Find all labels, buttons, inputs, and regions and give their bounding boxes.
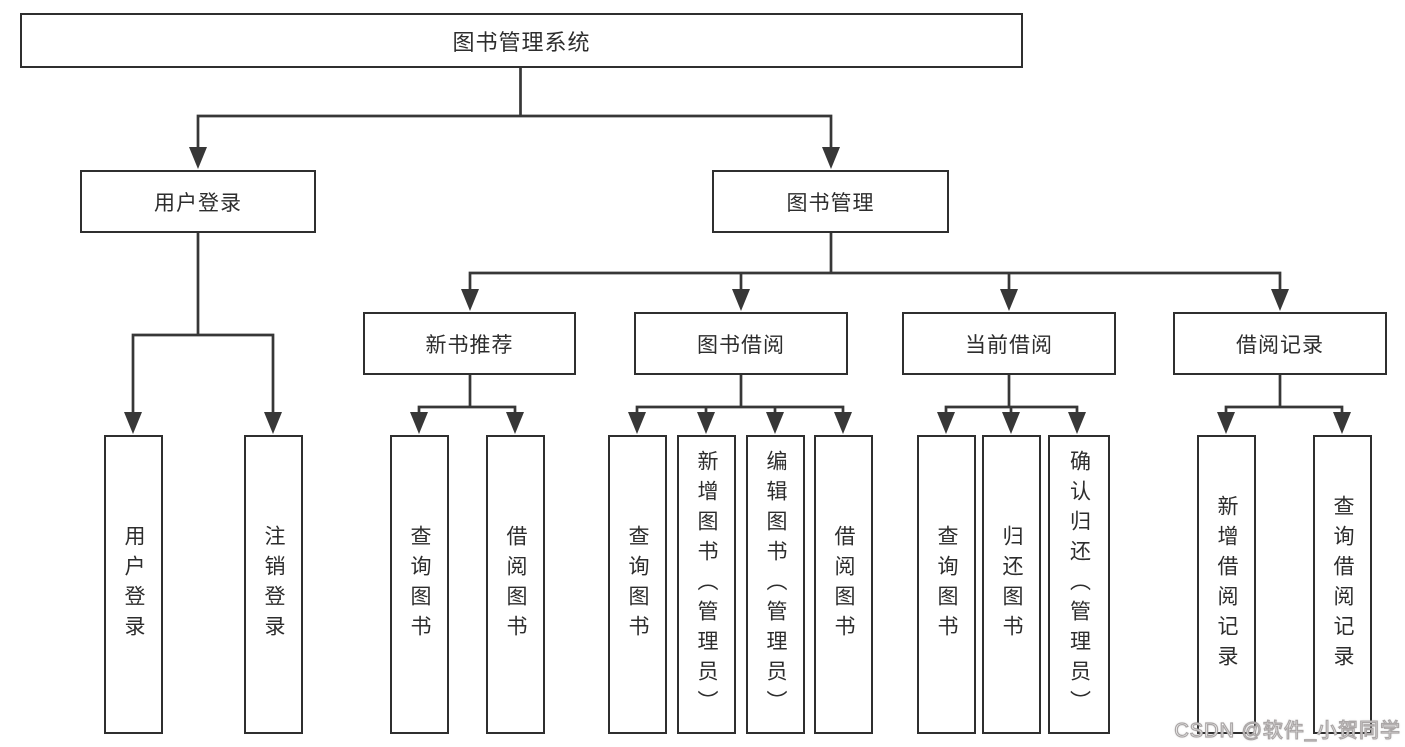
node-leaf-nb-borrow: 借阅图书 xyxy=(486,435,545,734)
node-leaf-cb-query-label: 查询图书 xyxy=(935,524,958,645)
node-root: 图书管理系统 xyxy=(20,13,1023,68)
connector-book-borrow-children xyxy=(628,374,852,434)
node-leaf-cb-confirm: 确认归还（管理员） xyxy=(1048,435,1110,734)
node-leaf-nb-query: 查询图书 xyxy=(390,435,449,734)
node-leaf-cb-return: 归还图书 xyxy=(982,435,1041,734)
node-user-login-label: 用户登录 xyxy=(154,191,242,215)
node-leaf-bb-borrow: 借阅图书 xyxy=(814,435,873,734)
node-leaf-cb-confirm-label: 确认归还（管理员） xyxy=(1067,449,1091,720)
node-borrow-history-label: 借阅记录 xyxy=(1236,333,1324,357)
node-root-label: 图书管理系统 xyxy=(452,29,591,55)
node-new-book-label: 新书推荐 xyxy=(425,333,514,357)
node-leaf-bb-add-label: 新增图书（管理员） xyxy=(695,449,718,720)
node-leaf-cb-query: 查询图书 xyxy=(917,435,976,734)
watermark: CSDN @软件_小贺同学 xyxy=(1174,719,1401,742)
node-leaf-bb-add: 新增图书（管理员） xyxy=(677,435,736,734)
node-book-borrow-label: 图书借阅 xyxy=(697,333,785,357)
connector-borrow-history-children xyxy=(1217,374,1351,434)
connector-current-borrow-children xyxy=(937,374,1086,434)
node-leaf-bb-query: 查询图书 xyxy=(608,435,667,734)
node-leaf-user-login: 用户登录 xyxy=(104,435,163,734)
node-leaf-cb-return-label: 归还图书 xyxy=(1000,524,1023,645)
node-leaf-nb-borrow-label: 借阅图书 xyxy=(504,524,527,645)
node-current-borrow-label: 当前借阅 xyxy=(965,333,1053,357)
connector-book-mgmt-children xyxy=(461,232,1289,311)
connector-new-book-children xyxy=(410,374,524,434)
node-leaf-bh-query: 查询借阅记录 xyxy=(1313,435,1372,734)
node-leaf-bh-add: 新增借阅记录 xyxy=(1197,435,1256,734)
node-leaf-bh-query-label: 查询借阅记录 xyxy=(1331,494,1354,675)
node-leaf-bb-query-label: 查询图书 xyxy=(626,524,649,645)
connector-root-to-level2 xyxy=(189,67,840,169)
node-leaf-bb-borrow-label: 借阅图书 xyxy=(832,524,855,645)
node-leaf-logout-label: 注销登录 xyxy=(262,524,285,645)
node-book-mgmt: 图书管理 xyxy=(712,170,949,233)
node-leaf-logout: 注销登录 xyxy=(244,435,303,734)
node-leaf-nb-query-label: 查询图书 xyxy=(408,524,431,645)
node-borrow-history: 借阅记录 xyxy=(1173,312,1387,375)
node-leaf-bb-edit: 编辑图书（管理员） xyxy=(746,435,805,734)
node-book-mgmt-label: 图书管理 xyxy=(786,191,875,215)
node-leaf-bb-edit-label: 编辑图书（管理员） xyxy=(764,449,787,720)
connector-user-login-children xyxy=(124,232,282,434)
node-new-book: 新书推荐 xyxy=(363,312,576,375)
node-leaf-user-login-label: 用户登录 xyxy=(122,524,145,645)
node-user-login: 用户登录 xyxy=(80,170,316,233)
node-book-borrow: 图书借阅 xyxy=(634,312,848,375)
node-current-borrow: 当前借阅 xyxy=(902,312,1116,375)
node-leaf-bh-add-label: 新增借阅记录 xyxy=(1215,494,1238,675)
